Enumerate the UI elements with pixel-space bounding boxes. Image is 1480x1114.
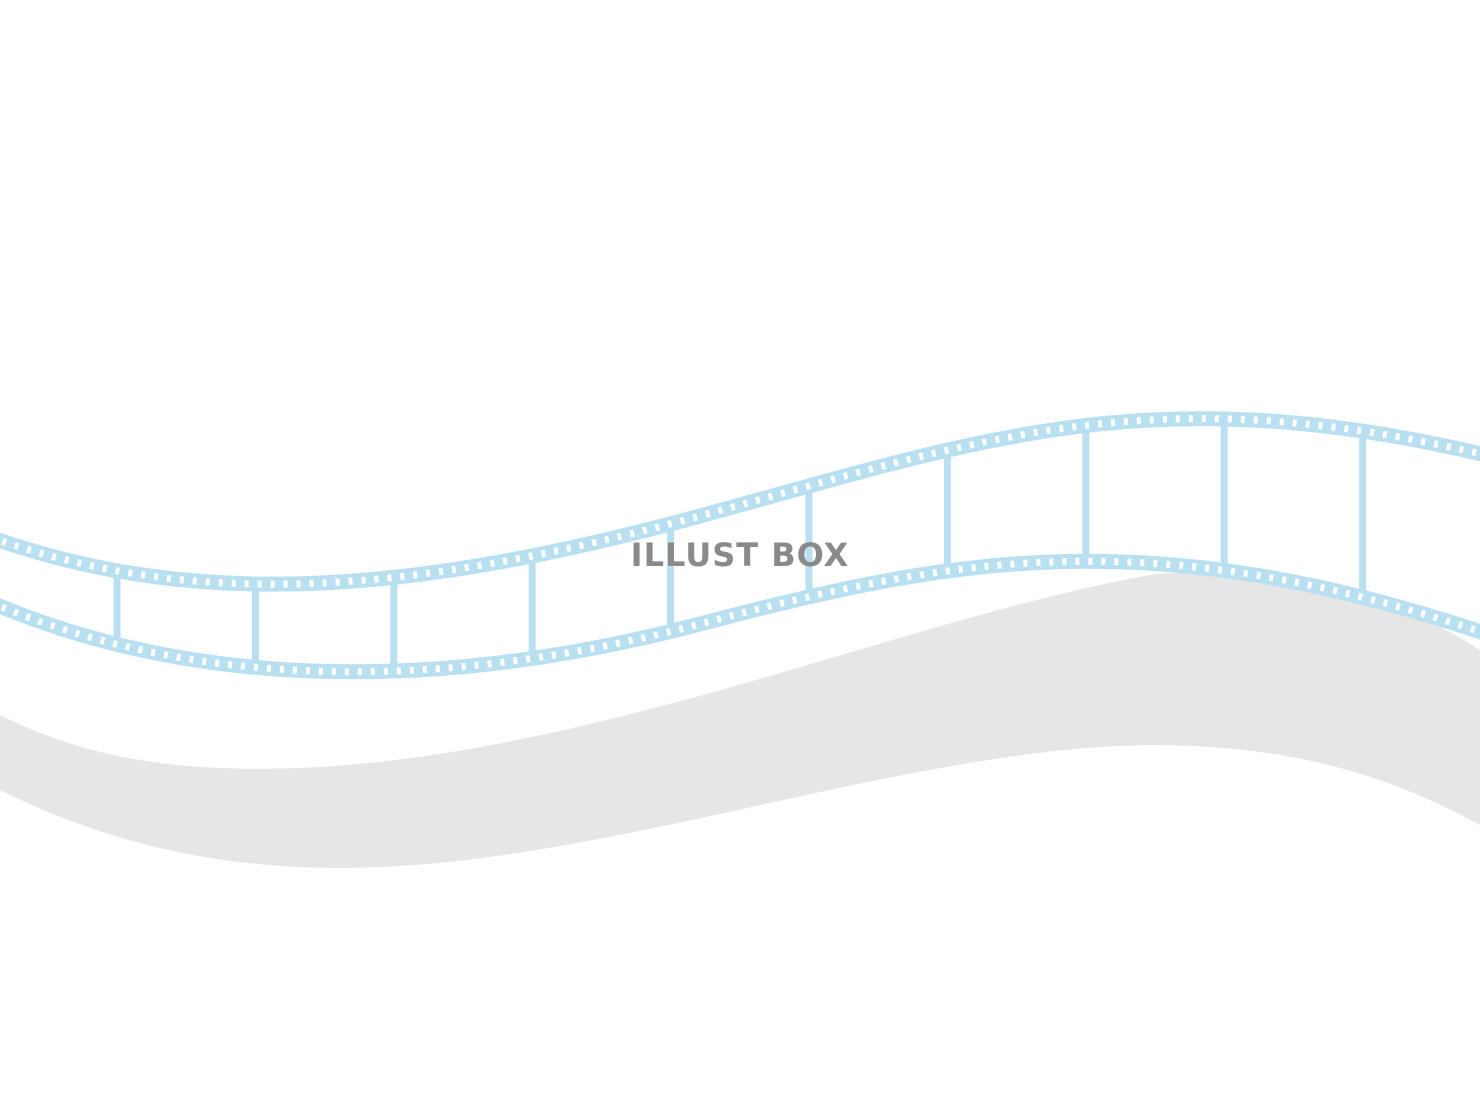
- gray-wave-band: [0, 571, 1480, 868]
- film-top-rail: [0, 411, 1480, 592]
- film-strip: [0, 411, 1480, 680]
- watermark-logo: ILLUST BOX: [630, 536, 850, 574]
- film-bottom-rail: [0, 553, 1480, 680]
